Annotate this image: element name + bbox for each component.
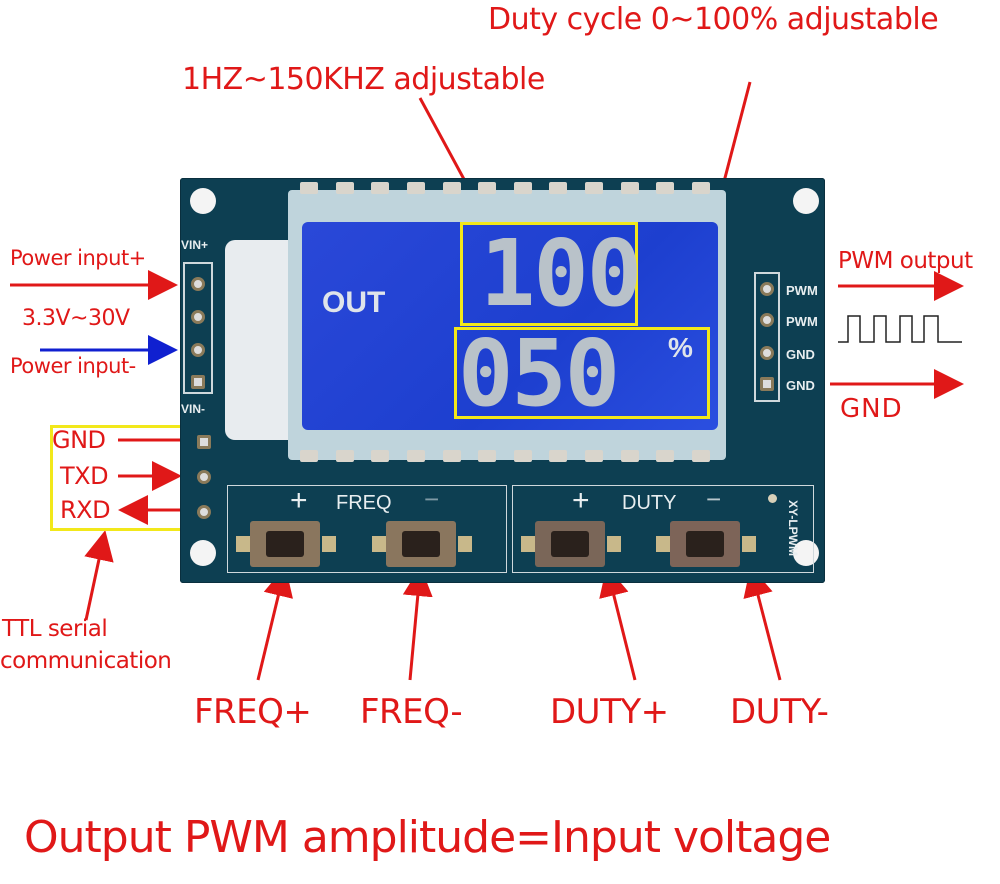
led-indicator [768, 494, 777, 503]
lcd-display [302, 222, 718, 430]
vin-pin [191, 343, 205, 357]
freq-minus-symbol: − [424, 484, 440, 514]
footer-caption: Output PWM amplitude=Input voltage [24, 812, 831, 863]
pwm-pin [760, 282, 774, 296]
rxd-pin-label: RXD [60, 496, 111, 524]
power-input-plus-label: Power input+ [10, 246, 146, 270]
duty-button-group [512, 485, 814, 573]
solder-pad [322, 536, 336, 552]
ttl-arrow [84, 530, 114, 621]
freq-silkscreen: FREQ [336, 492, 392, 514]
duty-minus-button[interactable] [670, 521, 740, 567]
frequency-highlight-box [460, 222, 638, 326]
pin-label-gnd: GND [786, 378, 815, 393]
duty-minus-symbol: − [706, 484, 722, 514]
freq-plus-button[interactable] [250, 521, 320, 567]
mounting-hole [793, 540, 819, 566]
lcd-top-connectors [300, 182, 710, 206]
lcd-out-label: OUT [322, 286, 386, 319]
frequency-annotation: 1HZ~150KHZ adjustable [182, 62, 545, 97]
duty-plus-symbol: + [572, 484, 590, 517]
mounting-hole [190, 188, 216, 214]
button-cap[interactable] [551, 531, 589, 557]
button-cap[interactable] [686, 531, 724, 557]
vin-pin [191, 277, 205, 291]
txd-pin-label: TXD [60, 462, 109, 490]
serial-pin [197, 470, 211, 484]
mounting-hole [190, 540, 216, 566]
freq-button-group [227, 485, 507, 573]
vin-minus-silkscreen: VIN- [181, 402, 205, 416]
ttl-serial-label: TTL serial [2, 616, 108, 642]
duty-minus-label: DUTY- [730, 692, 829, 732]
duty-plus-button[interactable] [535, 521, 605, 567]
lcd-duty-value: 050 [458, 320, 620, 427]
pin-label-pwm: PWM [786, 314, 818, 329]
pwm-pin [760, 313, 774, 327]
freq-minus-arrow [402, 566, 433, 681]
freq-plus-arrow [256, 566, 293, 681]
power-header [183, 262, 213, 394]
solder-pad [372, 536, 386, 552]
lcd-frequency-value: 100 [480, 220, 642, 327]
communication-label: communication [0, 648, 172, 674]
voltage-range-label: 3.3V~30V [22, 306, 130, 331]
duty-plus-arrow [599, 566, 637, 681]
button-cap[interactable] [402, 531, 440, 557]
solder-pad [521, 536, 535, 552]
solder-pad [656, 536, 670, 552]
pwm-output-label: PWM output [838, 248, 973, 274]
gnd-pin [760, 346, 774, 360]
pwm-waveform [838, 315, 962, 343]
serial-pin [197, 505, 211, 519]
solder-pad [236, 536, 250, 552]
pin-label-gnd: GND [786, 347, 815, 362]
duty-minus-arrow [743, 566, 782, 681]
solder-pad [607, 536, 621, 552]
mounting-hole [793, 188, 819, 214]
freq-minus-button[interactable] [386, 521, 456, 567]
power-input-minus-label: Power input- [10, 354, 136, 378]
duty-cycle-annotation: Duty cycle 0~100% adjustable [488, 2, 939, 37]
freq-plus-label: FREQ+ [194, 692, 312, 732]
vin-pin [191, 375, 205, 389]
lcd-percent-unit: % [668, 332, 693, 363]
gnd-pin-label: GND [52, 426, 106, 454]
serial-pin [197, 435, 211, 449]
freq-minus-label: FREQ- [360, 692, 463, 732]
gnd-pin [760, 377, 774, 391]
solder-pad [742, 536, 756, 552]
output-header [754, 272, 780, 402]
duty-silkscreen: DUTY [622, 492, 677, 514]
vin-pin [191, 310, 205, 324]
duty-plus-label: DUTY+ [550, 692, 669, 732]
pin-label-pwm: PWM [786, 283, 818, 298]
vin-plus-silkscreen: VIN+ [181, 238, 209, 252]
solder-pad [458, 536, 472, 552]
button-cap[interactable] [266, 531, 304, 557]
lcd-bottom-connectors [300, 450, 710, 470]
gnd-output-label: GND [840, 394, 903, 424]
duty-highlight-box [454, 327, 710, 419]
freq-plus-symbol: + [290, 484, 308, 517]
